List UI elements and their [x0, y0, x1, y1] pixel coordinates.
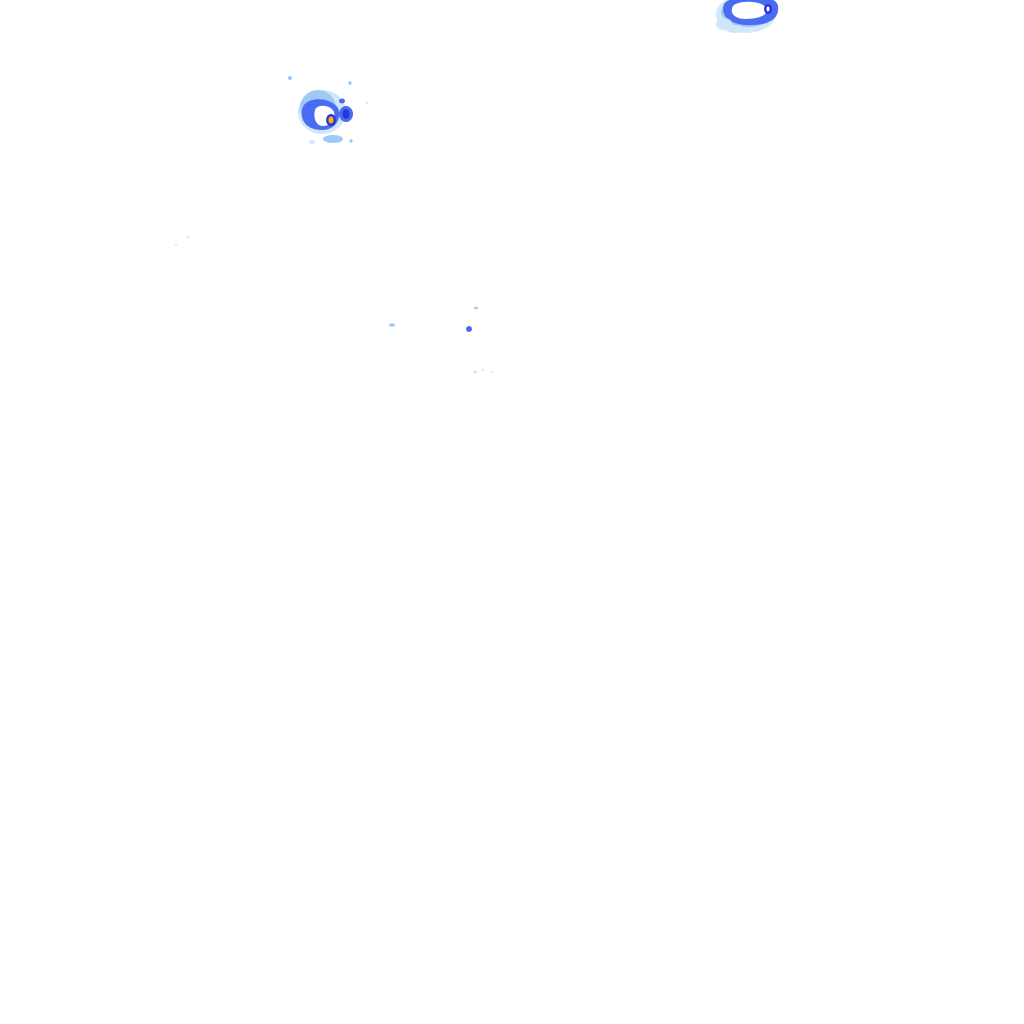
echo-dot — [466, 326, 472, 332]
echo-dot — [473, 370, 477, 374]
echo-speckle — [348, 81, 352, 85]
echo-scattered — [174, 236, 494, 374]
echo-satellite — [339, 98, 345, 104]
echo-dot — [389, 323, 395, 327]
echo-core-dot — [766, 6, 770, 12]
echo-cell-northwest — [288, 76, 369, 144]
echo-speckle — [726, 25, 744, 33]
echo-speckle — [365, 101, 369, 105]
echo-dot — [481, 369, 485, 371]
echo-dot — [174, 244, 178, 246]
echo-speckle — [349, 139, 353, 143]
echo-satellite-core — [342, 109, 350, 119]
echo-speckle — [323, 135, 343, 143]
echo-core-clear — [731, 1, 767, 20]
echo-dot — [186, 236, 190, 238]
echo-speckle — [288, 76, 292, 80]
echo-cell-northeast — [716, 0, 779, 33]
echo-dot — [490, 371, 494, 373]
echo-core-heavy — [328, 116, 334, 124]
echo-speckle — [309, 140, 315, 144]
echo-dot — [474, 306, 478, 310]
